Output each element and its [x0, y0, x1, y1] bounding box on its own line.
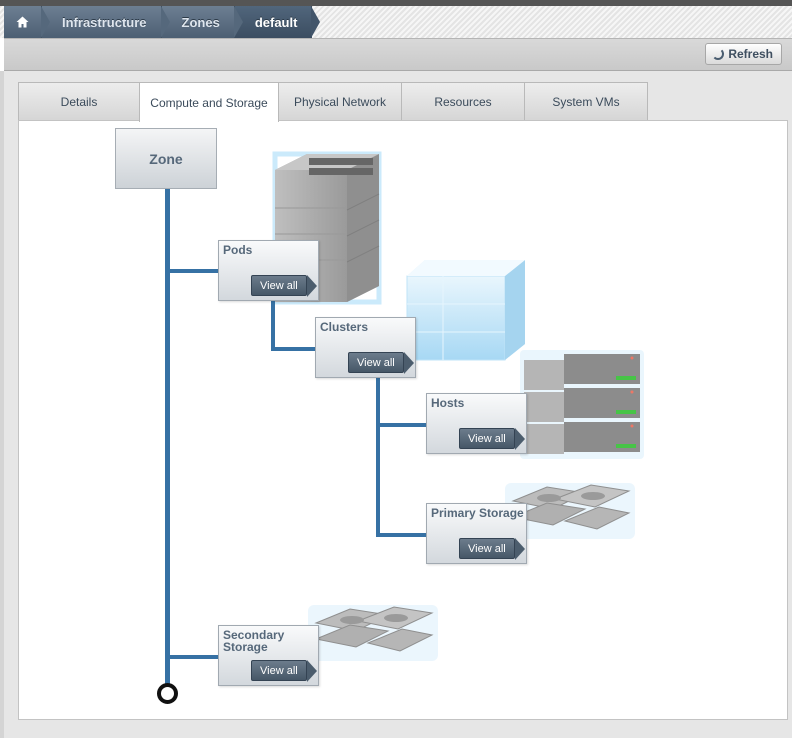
tab-details[interactable]: Details [18, 82, 140, 121]
zone-node: Zone [115, 128, 217, 189]
breadcrumb-infrastructure[interactable]: Infrastructure [42, 6, 170, 38]
tab-physical-network[interactable]: Physical Network [278, 82, 402, 121]
tab-compute-and-storage[interactable]: Compute and Storage [139, 82, 279, 122]
hosts-title: Hosts [431, 396, 465, 410]
home-icon [16, 16, 29, 28]
secondary-storage-view-all-button[interactable]: View all [251, 660, 317, 682]
breadcrumb: Infrastructure Zones default [4, 6, 321, 38]
clusters-view-all-button[interactable]: View all [348, 352, 414, 374]
tree-line-secondary [165, 655, 219, 659]
main-content: Details Compute and Storage Physical Net… [4, 71, 792, 738]
breadcrumb-home[interactable] [4, 6, 50, 38]
tree-line-clusters-down [376, 378, 380, 537]
breadcrumb-default[interactable]: default [234, 6, 321, 38]
left-rail [0, 71, 4, 738]
tree-line-clusters [271, 347, 317, 351]
pods-title: Pods [223, 243, 253, 257]
disk-stack-icon [308, 605, 438, 661]
tree-line-hosts [376, 423, 426, 427]
disk-stack-icon [505, 483, 635, 539]
compute-storage-panel: Zone Pods View all Clusters View all Hos… [18, 120, 788, 720]
hosts-view-all-button[interactable]: View all [459, 428, 525, 450]
primary-storage-title: Primary Storage [431, 506, 524, 520]
pods-view-all-button[interactable]: View all [251, 275, 317, 297]
tab-resources[interactable]: Resources [401, 82, 525, 121]
server-icon [520, 350, 644, 459]
tree-end-circle [157, 683, 178, 704]
top-edge [0, 0, 792, 6]
cluster-icon [406, 260, 525, 361]
tree-line-zone-trunk [165, 189, 170, 687]
hosts-node: Hosts View all [426, 393, 527, 454]
tree-line-primary [376, 533, 426, 537]
toolbar: Refresh [4, 38, 792, 71]
tab-bar: Details Compute and Storage Physical Net… [18, 82, 648, 122]
clusters-title: Clusters [320, 320, 369, 334]
tree-line-pods [165, 269, 219, 273]
primary-storage-node: Primary Storage View all [426, 503, 527, 564]
refresh-icon [712, 48, 725, 60]
secondary-storage-node: Secondary Storage View all [218, 625, 319, 686]
refresh-button[interactable]: Refresh [705, 43, 782, 65]
tree-line-pods-down [271, 301, 275, 351]
tab-system-vms[interactable]: System VMs [524, 82, 648, 121]
primary-storage-view-all-button[interactable]: View all [459, 538, 525, 560]
clusters-node: Clusters View all [315, 317, 416, 378]
refresh-label: Refresh [728, 47, 773, 61]
pods-node: Pods View all [218, 240, 319, 301]
secondary-storage-title: Secondary Storage [223, 628, 285, 654]
breadcrumb-zones[interactable]: Zones [161, 6, 244, 38]
